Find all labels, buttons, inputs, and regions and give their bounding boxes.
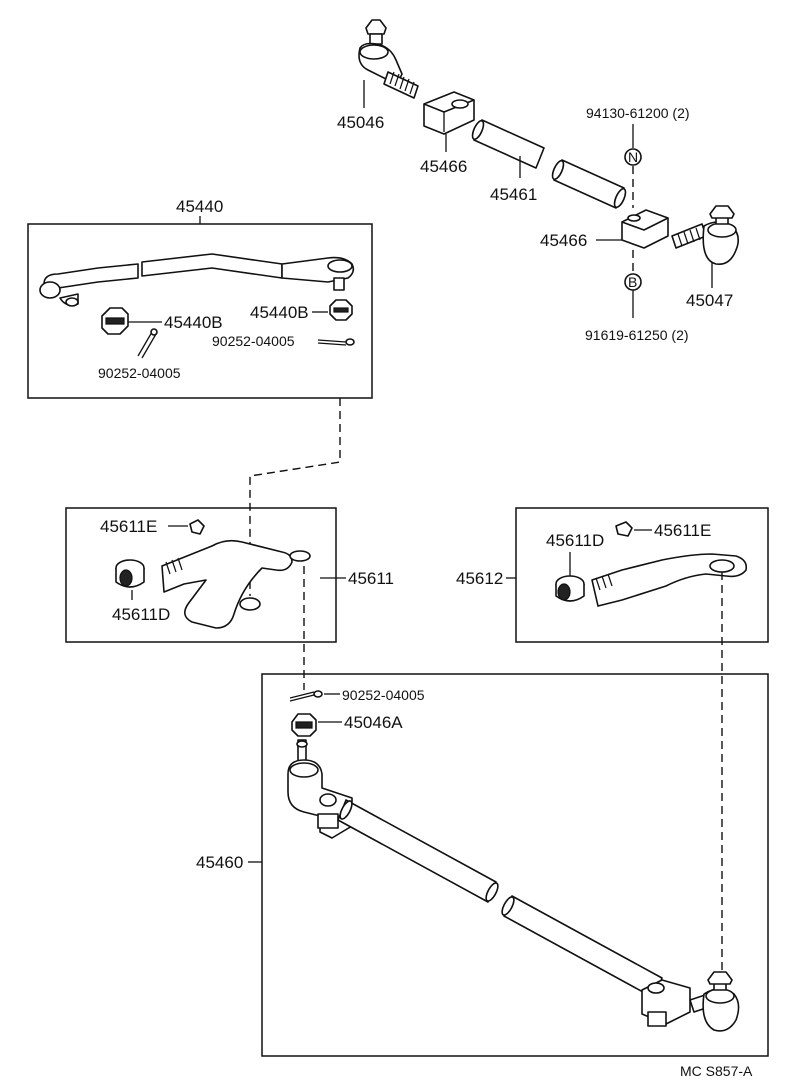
label-45466-top: 45466 — [420, 157, 467, 176]
label-45440B-right: 45440B — [250, 303, 309, 322]
label-45611D-left: 45611D — [112, 605, 170, 624]
label-45611E-right: 45611E — [654, 521, 711, 540]
dust-seal-icon — [189, 519, 205, 535]
label-45611E-left: 45611E — [100, 517, 157, 536]
diagram-code: MC S857-A — [680, 1063, 753, 1079]
label-45047: 45047 — [686, 291, 733, 310]
tie-rod-end-icon-bottom-right — [641, 971, 740, 1032]
label-90252-box1-left: 90252-04005 — [98, 365, 181, 381]
label-94130: 94130-61200 (2) — [586, 105, 690, 121]
bushing-icon-right — [555, 575, 585, 602]
drag-link-box: 45440 45440B 90252-04005 — [27, 197, 373, 399]
nut-icon — [101, 307, 129, 335]
label-90252-bottom: 90252-04005 — [342, 687, 425, 703]
pitman-arm-box: 45612 45611E 45611D — [456, 507, 769, 643]
idler-arm-box: 45611E 45611D 45611 — [65, 507, 394, 643]
label-45612: 45612 — [456, 569, 503, 588]
tie-rod-end-icon — [358, 19, 419, 99]
tie-rod-box: 90252-04005 45046A — [196, 673, 769, 1057]
tie-rod-end-icon-right — [671, 205, 740, 266]
label-45466-right: 45466 — [540, 231, 587, 250]
cotter-pin-icon-right — [317, 338, 355, 346]
label-45460: 45460 — [196, 853, 243, 872]
label-91619: 91619-61250 (2) — [585, 327, 689, 343]
clamp-icon-right — [621, 209, 669, 249]
label-45461: 45461 — [490, 185, 537, 204]
nut-icon-bottom — [291, 713, 317, 737]
nut-icon-right — [329, 299, 353, 321]
label-45611D-right: 45611D — [546, 531, 604, 550]
marker-b: B — [628, 274, 637, 290]
label-45440B-left: 45440B — [164, 313, 223, 332]
cotter-pin-icon-bottom — [289, 690, 323, 702]
clamp-icon — [423, 91, 475, 135]
top-assembly: 45046 45466 45461 94130-61200 (2) N — [337, 19, 740, 343]
marker-n: N — [628, 149, 638, 165]
label-45046: 45046 — [337, 113, 384, 132]
label-45046A: 45046A — [344, 713, 403, 732]
label-90252-box1-right: 90252-04005 — [212, 333, 295, 349]
dust-seal-icon-right — [615, 521, 633, 537]
label-45611: 45611 — [348, 569, 394, 588]
bushing-icon — [115, 559, 145, 588]
idler-arm-icon — [161, 539, 311, 629]
tube-icon — [471, 119, 627, 209]
pitman-arm-icon — [591, 553, 748, 607]
label-45440: 45440 — [176, 197, 223, 216]
tie-rod-end-icon-bottom-left — [287, 739, 353, 839]
tie-rod-tube-icon — [337, 799, 663, 999]
cotter-pin-icon — [137, 328, 158, 359]
drag-link-icon — [39, 253, 355, 307]
